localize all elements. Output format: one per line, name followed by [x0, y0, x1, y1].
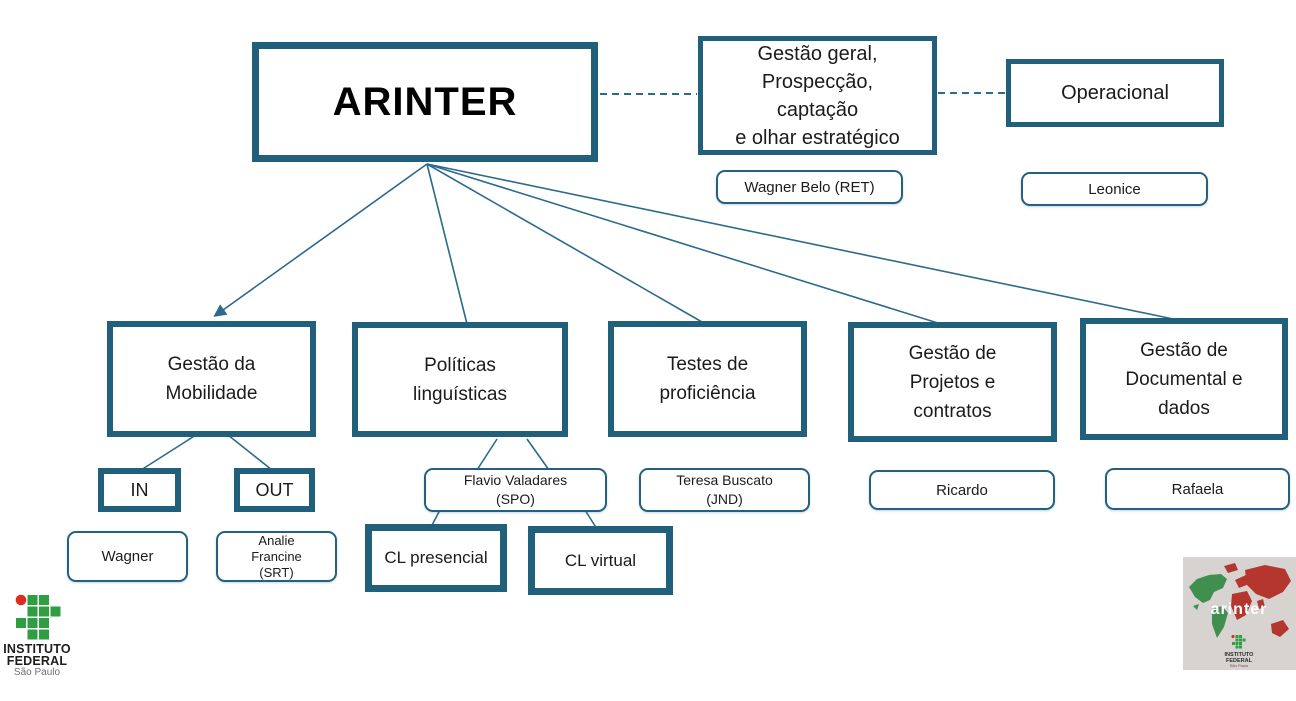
person-teresa-buscato: Teresa Buscato (JND) — [639, 468, 810, 512]
person-flavio-valadares-label: Flavio Valadares (SPO) — [463, 472, 568, 507]
map-ifsp-mini-logo — [1231, 634, 1246, 649]
node-testes-proficiencia-label: Testes de proficiência — [659, 354, 756, 404]
node-operacional-label: Operacional — [1061, 82, 1169, 104]
node-gestao-geral: Gestão geral, Prospecção, captação e olh… — [698, 36, 937, 155]
world-map-image: arinter INSTITUTO FEDERAL São Paulo — [1183, 557, 1296, 670]
node-gestao-projetos-label: Gestão de Projetos e contratos — [908, 342, 997, 422]
node-gestao-projetos: Gestão de Projetos e contratos — [848, 322, 1057, 442]
person-wagner-belo-label: Wagner Belo (RET) — [744, 178, 875, 196]
node-gestao-mobilidade-label: Gestão da Mobilidade — [165, 354, 258, 404]
person-flavio-valadares: Flavio Valadares (SPO) — [424, 468, 607, 512]
person-rafaela: Rafaela — [1105, 468, 1290, 510]
person-wagner: Wagner — [67, 531, 188, 582]
person-analie-francine-label: Analie Francine (SRT) — [251, 532, 302, 580]
node-gestao-documental-label: Gestão de Documental e dados — [1125, 339, 1243, 419]
ifsp-logo-line2: FEDERAL — [6, 654, 68, 668]
person-rafaela-label: Rafaela — [1171, 480, 1224, 498]
person-ricardo: Ricardo — [869, 470, 1055, 510]
ifsp-logo-line3: São Paulo — [13, 667, 61, 678]
map-arinter-wordmark: arinter — [1211, 601, 1268, 618]
person-wagner-label: Wagner — [101, 548, 154, 565]
node-in: IN — [98, 468, 181, 512]
node-cl-virtual-label: CL virtual — [564, 550, 637, 570]
person-wagner-belo: Wagner Belo (RET) — [716, 170, 903, 204]
person-ricardo-label: Ricardo — [936, 481, 988, 499]
node-gestao-mobilidade: Gestão da Mobilidade — [107, 321, 316, 437]
person-leonice-label: Leonice — [1088, 180, 1141, 198]
node-testes-proficiencia: Testes de proficiência — [608, 321, 807, 437]
node-arinter-label: ARINTER — [332, 79, 518, 124]
person-teresa-buscato-label: Teresa Buscato (JND) — [676, 472, 773, 507]
ifsp-logo: INSTITUTO FEDERAL São Paulo — [1, 593, 73, 678]
node-out-label: OUT — [255, 479, 294, 500]
node-cl-presencial: CL presencial — [365, 524, 507, 592]
node-gestao-geral-label: Gestão geral, Prospecção, captação e olh… — [735, 42, 900, 149]
node-cl-virtual: CL virtual — [528, 526, 673, 595]
person-leonice: Leonice — [1021, 172, 1208, 206]
person-analie-francine: Analie Francine (SRT) — [216, 531, 337, 582]
node-politicas-linguisticas-label: Políticas linguísticas — [413, 354, 507, 405]
ifsp-logo-line1: INSTITUTO — [3, 642, 71, 656]
node-gestao-documental: Gestão de Documental e dados — [1080, 318, 1288, 440]
node-out: OUT — [234, 468, 315, 512]
node-arinter: ARINTER — [252, 42, 598, 162]
map-logo-line3: São Paulo — [1230, 663, 1249, 668]
ifsp-logo-icon — [15, 594, 61, 640]
node-operacional: Operacional — [1006, 59, 1224, 127]
map-logo-line1: INSTITUTO — [1225, 652, 1255, 658]
map-logo-line2: FEDERAL — [1226, 658, 1253, 664]
node-politicas-linguisticas: Políticas linguísticas — [352, 322, 568, 437]
node-cl-presencial-label: CL presencial — [384, 548, 488, 567]
node-in-label: IN — [130, 479, 149, 500]
